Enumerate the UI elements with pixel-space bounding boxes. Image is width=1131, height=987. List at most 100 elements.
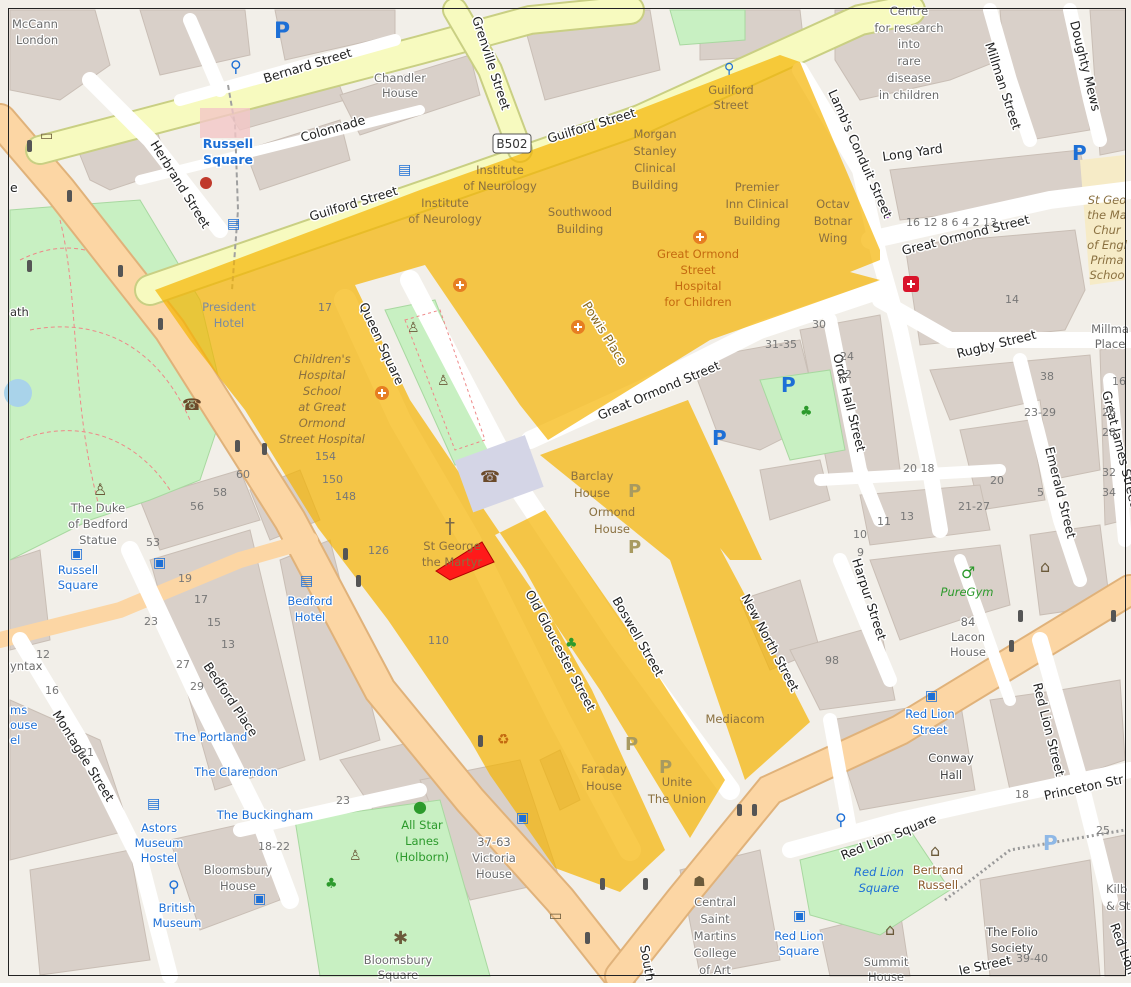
- parking-icon[interactable]: P: [625, 734, 638, 755]
- telephone-icon[interactable]: ☎: [182, 395, 202, 414]
- place-label-school-4: at Great: [298, 400, 346, 414]
- place-label-ms-house-3: el: [10, 733, 20, 747]
- atm-icon[interactable]: ▭: [40, 128, 53, 144]
- place-label-astors-3: Hostel: [141, 851, 177, 865]
- bus-stop-icon[interactable]: ▣: [516, 810, 529, 826]
- bicycle-icon[interactable]: ⚲: [230, 57, 242, 76]
- church-icon[interactable]: †: [445, 514, 455, 538]
- place-label-st-george-church-5: Prima: [1090, 253, 1123, 267]
- parking-icon[interactable]: P: [1043, 831, 1058, 855]
- selected-region-overlay[interactable]: [155, 55, 880, 892]
- hotel-icon[interactable]: ▤: [147, 796, 160, 812]
- house-number: 26: [1102, 406, 1116, 419]
- fitness-icon[interactable]: ♂: [961, 563, 975, 582]
- recycling-icon[interactable]: ♻: [497, 732, 510, 748]
- bowling-icon[interactable]: ●: [413, 797, 427, 816]
- place-label-morgan-stanley-2: Stanley: [633, 144, 676, 158]
- shop-icon[interactable]: ⊕: [881, 206, 893, 222]
- statue-icon[interactable]: ♙: [93, 480, 107, 499]
- hospital-icon[interactable]: [571, 320, 585, 334]
- tube-station-icon[interactable]: [200, 108, 250, 189]
- bicycle-icon[interactable]: ⚲: [835, 810, 847, 829]
- hotel-icon[interactable]: ▤: [227, 216, 240, 232]
- svg-text:P: P: [1043, 831, 1058, 855]
- parking-icon[interactable]: P: [628, 481, 641, 502]
- place-label-summit-house: Summit: [864, 955, 909, 969]
- svg-text:P: P: [659, 757, 672, 778]
- bus-stop-icon[interactable]: ▣: [253, 891, 266, 907]
- playground-icon[interactable]: ♣: [565, 636, 578, 652]
- house-number: 29: [190, 680, 204, 693]
- place-label-barclay-house: Barclay: [571, 469, 614, 483]
- place-label-st-george-2: the Martyr: [422, 555, 483, 569]
- memorial-icon[interactable]: ⌂: [885, 920, 895, 939]
- place-label-folio-society: The Folio: [985, 925, 1038, 939]
- bicycle-icon[interactable]: ⚲: [724, 61, 734, 77]
- svg-text:♣: ♣: [565, 636, 578, 652]
- hotel-icon[interactable]: ▤: [300, 573, 313, 589]
- place-label-unite: Unite: [662, 775, 693, 789]
- pharmacy-icon[interactable]: [903, 276, 919, 292]
- house-number: 58: [213, 486, 227, 499]
- parking-icon[interactable]: P: [659, 757, 672, 778]
- telephone-icon[interactable]: ☎: [480, 467, 500, 486]
- atm-icon[interactable]: ▭: [549, 908, 562, 924]
- place-label-bertrand-russell: Bertrand: [913, 863, 964, 877]
- svg-text:♙: ♙: [407, 320, 420, 336]
- place-label-centre-6: in children: [879, 88, 939, 102]
- svg-text:P: P: [781, 373, 796, 397]
- statue-icon[interactable]: ♙: [437, 373, 450, 389]
- house-number: 23: [336, 794, 350, 807]
- playground-icon[interactable]: ♣: [800, 404, 813, 420]
- parking-icon[interactable]: P: [628, 537, 641, 558]
- parking-icon[interactable]: P: [274, 19, 290, 44]
- place-label-morgan-stanley: Morgan: [633, 127, 676, 141]
- house-number: 150: [322, 473, 343, 486]
- house-number: 13: [221, 638, 235, 651]
- statue-icon[interactable]: ♙: [407, 320, 420, 336]
- hotel-icon[interactable]: ▤: [398, 162, 411, 178]
- hospital-icon[interactable]: [453, 278, 467, 292]
- parking-icon[interactable]: P: [781, 373, 796, 397]
- svg-text:▭: ▭: [40, 128, 53, 144]
- place-label-faraday-house: Faraday: [581, 762, 627, 776]
- queen-square-paths: [404, 309, 486, 451]
- house-number: 12: [36, 648, 50, 661]
- svg-text:⌂: ⌂: [930, 841, 940, 860]
- highlighted-plot[interactable]: [435, 541, 495, 581]
- place-label-bedford-hotel: Bedford: [287, 594, 332, 608]
- bus-stop-label-red-lion-square-2: Square: [779, 944, 820, 958]
- hospital-icon[interactable]: [375, 386, 389, 400]
- station-label-russell-square: Russell: [203, 136, 253, 151]
- place-label-syntax: yntax: [10, 659, 43, 673]
- place-label-and-st: & St: [1106, 899, 1131, 913]
- place-label-red-lion-sq-park-2: Square: [859, 881, 900, 895]
- house-number: 21: [80, 746, 94, 759]
- bicycle-icon[interactable]: ⚲: [168, 877, 180, 896]
- bus-stop-icon[interactable]: ▣: [153, 555, 166, 571]
- svg-text:▣: ▣: [253, 891, 266, 907]
- place-label-gosh-4: for Children: [664, 295, 731, 309]
- bus-stop-icon[interactable]: ▣: [925, 688, 938, 704]
- playground-icon[interactable]: ♣: [325, 876, 338, 892]
- bus-stop-icon[interactable]: ▣: [793, 908, 806, 924]
- place-label-lacon-house: 84: [961, 615, 976, 629]
- place-label-csm-4: College: [694, 946, 737, 960]
- parking-icon[interactable]: P: [712, 426, 727, 450]
- bus-stop-icon[interactable]: ▣: [70, 546, 83, 562]
- memorial-icon[interactable]: ⌂: [930, 841, 940, 860]
- memorial-icon[interactable]: ⌂: [1040, 557, 1050, 576]
- house-number: 98: [825, 654, 839, 667]
- house-number: 23: [144, 615, 158, 628]
- highlighted-area[interactable]: [155, 55, 880, 892]
- parking-icon[interactable]: P: [1072, 141, 1087, 165]
- house-number: 24: [840, 350, 854, 363]
- hospital-icon[interactable]: [693, 230, 707, 244]
- place-label-folio-society-2: Society: [991, 941, 1033, 955]
- statue-icon[interactable]: ♙: [349, 848, 362, 864]
- theatre-icon[interactable]: ☗: [693, 874, 706, 890]
- monument-icon[interactable]: ✱: [393, 928, 408, 949]
- icon-layer: P P P P P P P P P † ♙ ♙ ♙ ♙ ☎ ☎ ♣ ♣ ♣ ♂ …: [40, 19, 1087, 949]
